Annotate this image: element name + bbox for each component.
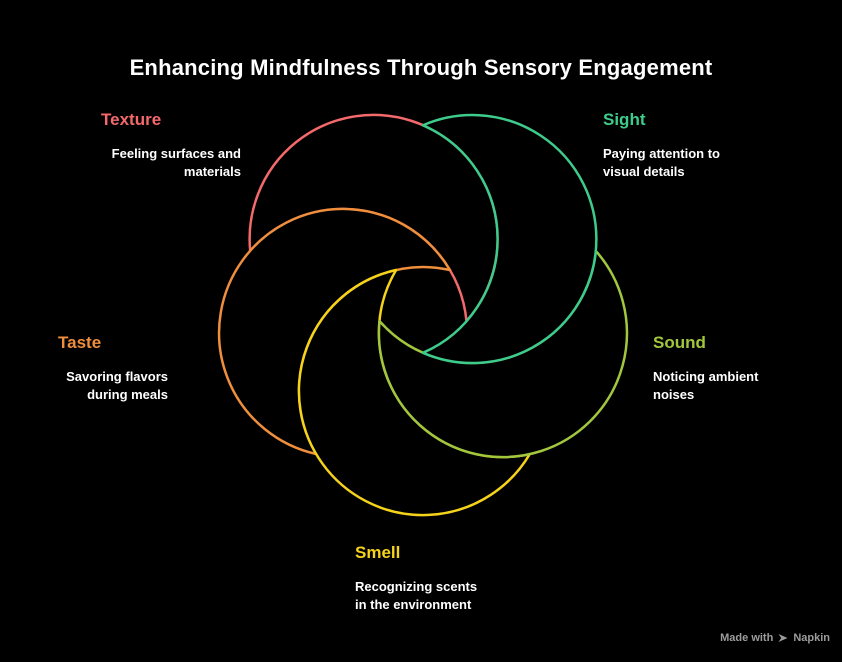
sense-label-smell: Smell Recognizing scents in the environm… [355,543,505,614]
sense-label-sight: Sight Paying attention to visual details [603,110,763,181]
sense-description-smell: Recognizing scents in the environment [355,579,478,612]
sense-heading-texture: Texture [101,110,162,129]
sense-description-taste: Savoring flavors during meals [66,369,168,402]
sense-heading-taste: Taste [58,333,102,352]
watermark: Made with Napkin [720,632,830,644]
sense-label-texture: Texture Feeling surfaces and materials [101,110,241,181]
sense-heading-smell: Smell [355,543,401,562]
sense-description-sight: Paying attention to visual details [603,146,720,179]
sense-label-taste: Taste Savoring flavors during meals [58,333,168,404]
sense-heading-sight: Sight [603,110,646,129]
brand-text[interactable]: Napkin [793,632,830,644]
sense-description-texture: Feeling surfaces and materials [111,146,241,179]
made-with-text: Made with [720,632,774,644]
sense-label-sound: Sound Noticing ambient noises [653,333,783,404]
pen-nib-icon [777,632,789,644]
page-title: Enhancing Mindfulness Through Sensory En… [129,55,713,80]
petal-sight [421,113,598,365]
sense-heading-sound: Sound [653,333,706,352]
sense-description-sound: Noticing ambient noises [653,369,759,402]
